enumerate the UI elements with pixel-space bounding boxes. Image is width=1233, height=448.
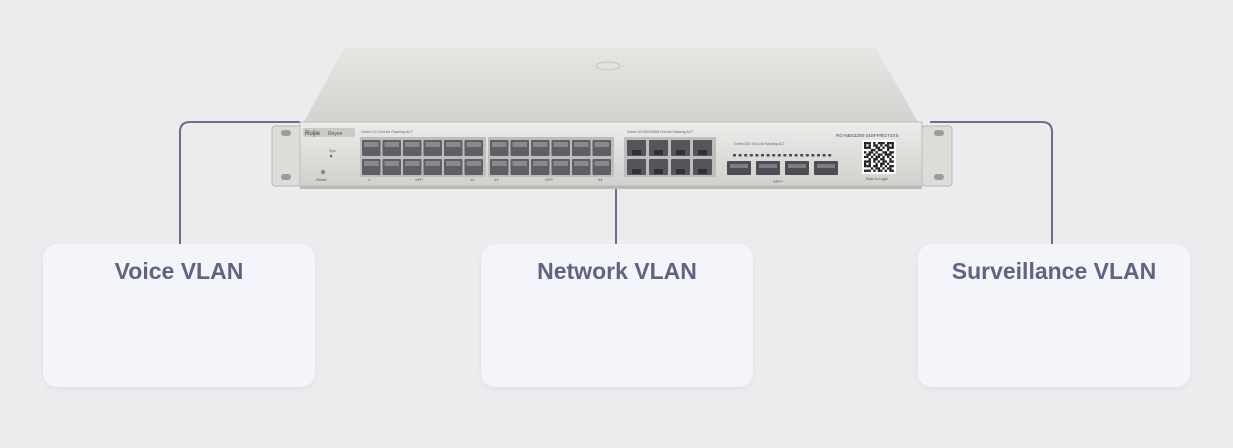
brand-reyee: Reyee (328, 131, 343, 137)
rack-ear-hole (281, 130, 291, 136)
rj45-port (671, 159, 690, 175)
port-label-sfp-b: SFP (545, 177, 553, 182)
connector-lines (179, 121, 1053, 244)
rj45-port (649, 140, 668, 156)
sfp-ports-13-24 (488, 137, 614, 177)
port-label-1: 1 (368, 177, 371, 182)
qr-code-icon (862, 140, 896, 174)
sfp-ports-1-12 (360, 137, 486, 177)
reset-button[interactable] (320, 169, 326, 175)
network-vlan-card: Network VLAN (481, 244, 753, 387)
port-label-13: 13 (494, 177, 499, 182)
rj45-ports (624, 137, 716, 177)
voice-vlan-card: Voice VLAN (43, 244, 315, 387)
rj45-port (693, 140, 712, 156)
surveillance-vlan-card: Surveillance VLAN (918, 244, 1190, 387)
model-number: RG-NBS3200-24SFP/8GT4XS (836, 133, 899, 138)
connector-voice (179, 121, 300, 244)
rack-ear-hole (934, 130, 944, 136)
brand-plate (303, 128, 355, 137)
rack-ear-hole (281, 174, 291, 180)
rj45-port (671, 140, 690, 156)
switch-bottom-edge (300, 186, 922, 189)
sfp-plus-ports (727, 154, 838, 175)
qr-caption: Scan to Login (866, 177, 888, 181)
connector-surveillance (930, 121, 1053, 244)
port-label-sfp-plus: SFP+ (773, 179, 784, 184)
rj45-port (627, 140, 646, 156)
port-label-sfp-a: SFP (415, 177, 423, 182)
surveillance-vlan-title: Surveillance VLAN (951, 258, 1157, 284)
rj45-port (627, 159, 646, 175)
brand-ruijie: Ruijie (305, 131, 321, 137)
port-label-12: 12 (470, 177, 475, 182)
network-vlan-title: Network VLAN (537, 258, 697, 284)
rj45-port (649, 159, 668, 175)
switch-top-panel (304, 48, 918, 122)
voice-vlan-title: Voice VLAN (114, 258, 244, 284)
network-switch: Ruijie Reyee Sys Reset Green:1G On/Link … (271, 48, 953, 189)
rack-ear-hole (934, 174, 944, 180)
switch-top-logo (595, 61, 621, 71)
led-legend-2: Green:10/100/1000M On/Link Flashing:ACT (627, 130, 693, 134)
sys-led (329, 154, 333, 158)
port-label-24: 24 (598, 177, 603, 182)
label-reset: Reset (316, 177, 327, 182)
led-legend-3: Green:10G On/Link Flashing:ACT (734, 142, 785, 146)
rj45-port (693, 159, 712, 175)
label-sys: Sys (329, 148, 336, 153)
led-legend-1: Green:1G On/Link Flashing:ACT (361, 130, 414, 134)
